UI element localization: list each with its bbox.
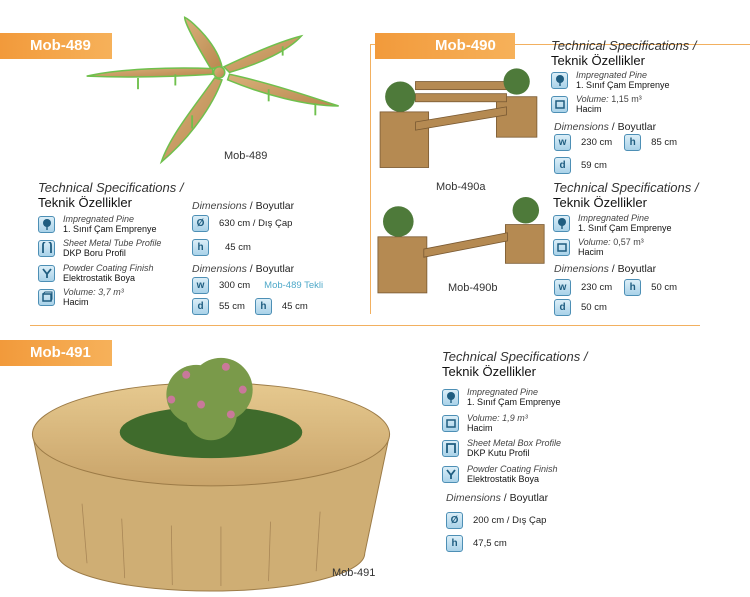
dims-heading-490a: Dimensions / Boyutlar bbox=[554, 121, 657, 133]
paint-brush-icon bbox=[38, 264, 55, 282]
divider-middle bbox=[30, 325, 700, 326]
dim-row-depth-490a: d 59 cm bbox=[554, 157, 607, 174]
star-bench-illustration bbox=[86, 16, 339, 165]
tekli-note: Mob-489 Tekli bbox=[264, 280, 324, 291]
tree-icon bbox=[38, 215, 55, 233]
tube-profile-icon bbox=[38, 239, 55, 257]
divider-top bbox=[370, 44, 750, 45]
volume-icon bbox=[553, 238, 570, 256]
dim-row-diameter-491: Ø 200 cm / Dış Çap bbox=[446, 512, 546, 529]
dim-row-height: h 45 cm bbox=[192, 239, 251, 256]
dims2-heading-mob-489: Dimensions / Boyutlar bbox=[192, 263, 295, 275]
dim-row-width-490a: w 230 cm h 85 cm bbox=[554, 134, 677, 151]
volume-icon bbox=[551, 95, 568, 113]
banner-mob-489: Mob-489 bbox=[0, 33, 112, 59]
diameter-icon: Ø bbox=[446, 512, 463, 529]
spec-title-mob-490b: Technical Specifications / Teknik Özelli… bbox=[553, 180, 699, 210]
dim-row-width: w 300 cm Mob-489 Tekli bbox=[192, 277, 323, 294]
height-icon: h bbox=[624, 134, 642, 151]
dims-heading-490b: Dimensions / Boyutlar bbox=[554, 263, 657, 275]
dim-row-depth-490b: d 50 cm bbox=[554, 299, 607, 316]
banner-mob-490: Mob-490 bbox=[375, 33, 515, 59]
caption-mob-489: Mob-489 bbox=[224, 150, 268, 162]
spec-title-mob-491: Technical Specifications / Teknik Özelli… bbox=[442, 349, 588, 379]
diameter-icon: Ø bbox=[192, 215, 209, 232]
spec-title-mob-489: Technical Specifications / Teknik Özelli… bbox=[38, 180, 184, 210]
caption-mob-490b: Mob-490b bbox=[448, 282, 498, 294]
dim-row-height-491: h 47,5 cm bbox=[446, 535, 507, 552]
height-icon: h bbox=[624, 279, 642, 296]
round-planter-bench-illustration bbox=[31, 357, 391, 592]
volume-icon bbox=[38, 288, 55, 306]
width-icon: w bbox=[554, 279, 571, 296]
dim-row-diameter: Ø 630 cm / Dış Çap bbox=[192, 215, 292, 232]
dim-row-depth: d 55 cm h 45 cm bbox=[192, 298, 308, 315]
divider-vertical bbox=[370, 44, 371, 314]
paint-brush-icon bbox=[442, 465, 459, 483]
spec-title-mob-490a: Technical Specifications / Teknik Özelli… bbox=[551, 38, 697, 68]
height-icon: h bbox=[192, 239, 209, 256]
tree-icon bbox=[442, 388, 459, 406]
depth-icon: d bbox=[192, 298, 209, 315]
tree-icon bbox=[551, 71, 568, 89]
dims-heading-491: Dimensions / Boyutlar bbox=[446, 492, 549, 504]
dims-heading-mob-489: Dimensions / Boyutlar bbox=[192, 200, 295, 212]
caption-mob-491: Mob-491 bbox=[332, 567, 376, 579]
caption-mob-490a: Mob-490a bbox=[436, 181, 486, 193]
volume-icon bbox=[442, 414, 459, 432]
box-profile-icon bbox=[442, 439, 459, 457]
height-icon: h bbox=[446, 535, 463, 552]
width-icon: w bbox=[554, 134, 571, 151]
dim-row-width-490b: w 230 cm h 50 cm bbox=[554, 279, 677, 296]
depth-icon: d bbox=[554, 299, 571, 316]
depth-icon: d bbox=[554, 157, 571, 174]
flat-bench-with-planters-illustration bbox=[377, 197, 545, 294]
width-icon: w bbox=[192, 277, 209, 294]
banner-mob-491: Mob-491 bbox=[0, 340, 112, 366]
bench-with-planters-illustration bbox=[379, 68, 538, 168]
tree-icon bbox=[553, 214, 570, 232]
height-icon: h bbox=[254, 298, 272, 315]
